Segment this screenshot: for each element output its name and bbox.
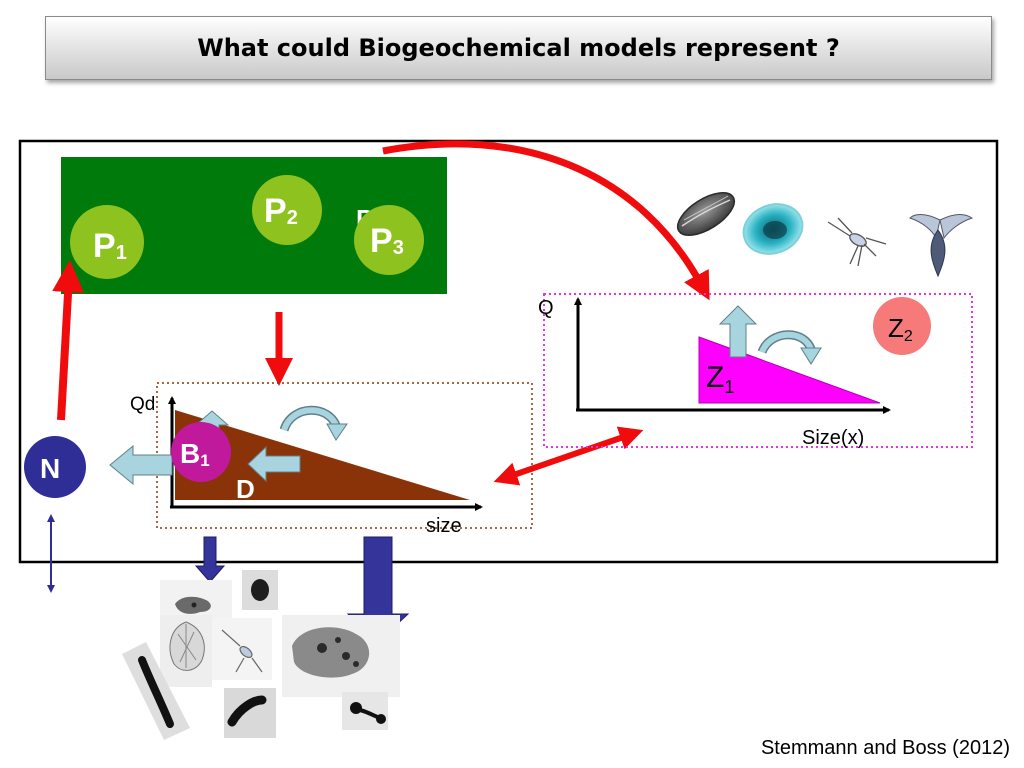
p2-node: P2: [252, 175, 322, 245]
zoo-y-label: Q: [538, 297, 554, 319]
aggregation-arrow: [281, 407, 340, 432]
b1-circle: [171, 422, 231, 482]
d-label: D: [236, 474, 255, 504]
p3-circle: [354, 205, 424, 275]
grazing-arrow: [382, 140, 710, 301]
n-node: N: [24, 436, 86, 498]
n-circle: [24, 436, 86, 498]
degradation-arrow: [247, 445, 301, 483]
copepod-image: [827, 217, 887, 267]
aggregation-arrow-head: [326, 423, 348, 441]
detritus-x-label: size: [426, 515, 462, 537]
p2-label: P2: [264, 192, 298, 230]
zoo-x-label: Size(x): [802, 427, 864, 449]
z1-label: Z1: [706, 361, 734, 397]
z1-curve-arrow: [759, 331, 815, 354]
b1-node: B1: [171, 422, 231, 482]
z2-circle: [873, 297, 931, 355]
z2-node: Z2: [873, 297, 931, 355]
n-label: N: [40, 453, 60, 484]
particle-images: [122, 570, 400, 740]
title-bar: What could Biogeochemical models represe…: [45, 16, 992, 80]
zooplankton-box: [543, 293, 973, 448]
p1-circle: [70, 205, 144, 279]
b1-label: B1: [180, 438, 210, 470]
exchange-arrow: [493, 426, 644, 486]
p1-label: P1: [93, 227, 127, 265]
z2-label: Z2: [888, 313, 913, 345]
remineralization-arrow: [109, 444, 173, 486]
diatom-image: [676, 192, 736, 236]
p1-node: P1: [70, 205, 144, 279]
citation: Stemmann and Boss (2012): [760, 737, 1010, 759]
uptake-arrow: [52, 260, 85, 421]
detritus-triangle: [175, 410, 470, 500]
z1-curve-arrow-head: [800, 347, 822, 365]
z1-ascend-arrow: [718, 305, 758, 358]
p3-label: P3: [370, 222, 404, 260]
dinoflagellate-image: [742, 203, 804, 255]
small-sink-arrow: [194, 536, 226, 583]
p2-circle: [252, 175, 322, 245]
p3-node: P3: [354, 205, 424, 275]
page-title: What could Biogeochemical models represe…: [197, 34, 840, 62]
detritus-y-label: Qd: [130, 394, 155, 415]
pteropod-image: [909, 214, 974, 278]
